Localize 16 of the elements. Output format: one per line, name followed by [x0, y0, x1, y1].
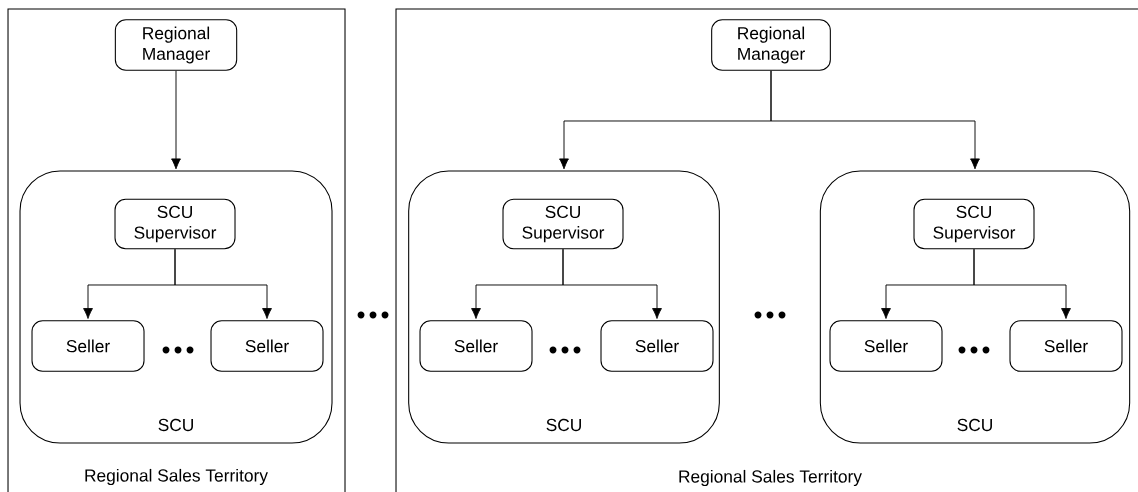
- role-box: Seller: [419, 320, 533, 372]
- arrow: [973, 248, 1071, 319]
- role-box: Seller: [31, 320, 145, 372]
- role-box: SCU Supervisor: [114, 198, 236, 250]
- role-box: Seller: [210, 320, 324, 372]
- role-box: Regional Manager: [114, 19, 238, 71]
- arrow: [174, 248, 272, 319]
- role-box: Seller: [1009, 320, 1123, 372]
- arrow: [562, 248, 662, 319]
- role-box: Regional Manager: [711, 19, 831, 71]
- role-box: SCU Supervisor: [913, 198, 1035, 250]
- role-box: SCU Supervisor: [502, 198, 624, 250]
- arrow: [171, 70, 181, 170]
- role-box: Seller: [829, 320, 943, 372]
- arrow: [770, 70, 980, 170]
- role-box: Seller: [600, 320, 714, 372]
